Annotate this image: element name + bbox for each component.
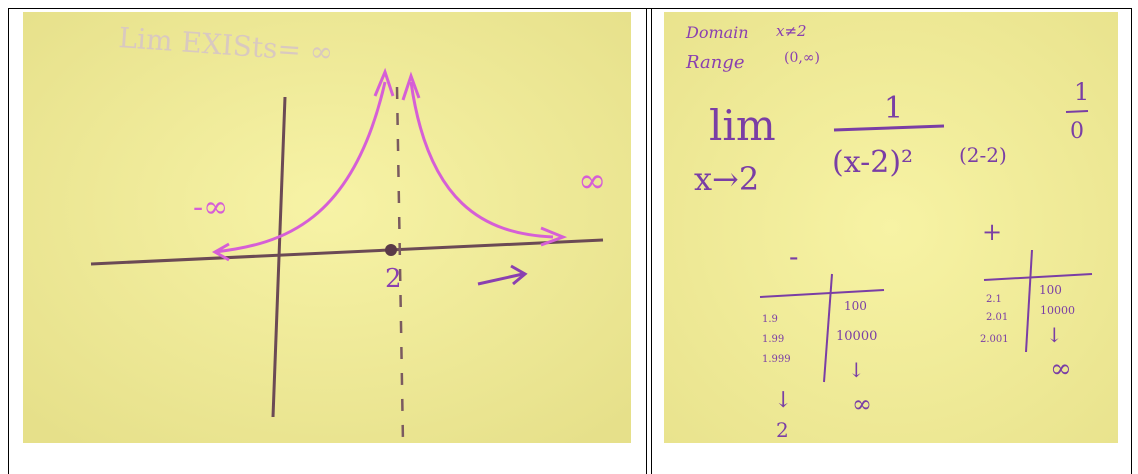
asymptote-line — [395, 86, 405, 443]
left-table-x1: 1.9 — [762, 314, 778, 325]
right-table-x2: 2.01 — [986, 312, 1008, 323]
one-over-zero-num: 1 — [1074, 78, 1089, 106]
domain-label: Domain — [685, 23, 749, 42]
left-table-x2: 1.99 — [762, 334, 784, 345]
left-sign: - — [789, 240, 798, 273]
right-table-hline — [983, 273, 1093, 281]
table-border-middle — [646, 8, 647, 474]
right-table-y1: 100 — [1039, 283, 1062, 297]
left-table-arrow-x: ↓ — [774, 388, 792, 413]
fraction-bar — [833, 124, 945, 132]
left-table-vline — [823, 273, 833, 383]
range-value: (0,∞) — [784, 50, 820, 66]
curve-left-branch — [214, 81, 387, 254]
direction-arrow — [477, 272, 524, 286]
fraction-numerator: 1 — [884, 91, 903, 126]
domain-value: x≠2 — [776, 22, 807, 40]
left-table-y1: 100 — [844, 299, 867, 313]
one-over-zero-den: 0 — [1070, 119, 1084, 144]
point-marker — [385, 244, 397, 256]
range-label: Range — [685, 52, 744, 73]
right-table-arrow-y: ↓ — [1046, 323, 1063, 347]
left-table-arrow-y: ↓ — [848, 358, 865, 382]
y-axis — [271, 96, 287, 418]
table-border-top — [8, 8, 1132, 9]
table-border-mid2 — [651, 8, 652, 474]
right-table-x1: 2.1 — [986, 294, 1002, 305]
left-table-y2: 10000 — [836, 329, 877, 344]
left-photo-graph: Lim EXISts= ∞ -∞ ∞ 2 — [23, 12, 631, 443]
right-table-vline — [1025, 249, 1033, 353]
neg-infinity-label: -∞ — [193, 190, 228, 225]
right-table-limit-y: ∞ — [1050, 354, 1072, 384]
table-border-right — [1131, 8, 1132, 474]
right-photo-notes: Domain x≠2 Range (0,∞) lim x→2 1 (x-2)² … — [664, 12, 1118, 443]
right-sign: + — [982, 218, 1002, 246]
left-table-hline — [759, 289, 885, 298]
fraction-denominator: (x-2)² — [832, 145, 913, 180]
right-table-x3: 2.001 — [980, 334, 1009, 345]
left-table-limit-y: ∞ — [852, 390, 872, 418]
right-table-y2: 10000 — [1040, 304, 1075, 317]
point-label: 2 — [385, 264, 402, 294]
substitution: (2-2) — [959, 143, 1007, 167]
table-border-left — [8, 8, 9, 474]
curve-right-branch — [409, 81, 554, 239]
left-table-limit-x: 2 — [776, 418, 789, 442]
x-axis — [90, 238, 604, 266]
left-table-x3: 1.999 — [762, 354, 791, 365]
pos-infinity-label: ∞ — [578, 161, 606, 201]
lim-subscript: x→2 — [694, 160, 759, 198]
lim-word: lim — [709, 101, 776, 150]
